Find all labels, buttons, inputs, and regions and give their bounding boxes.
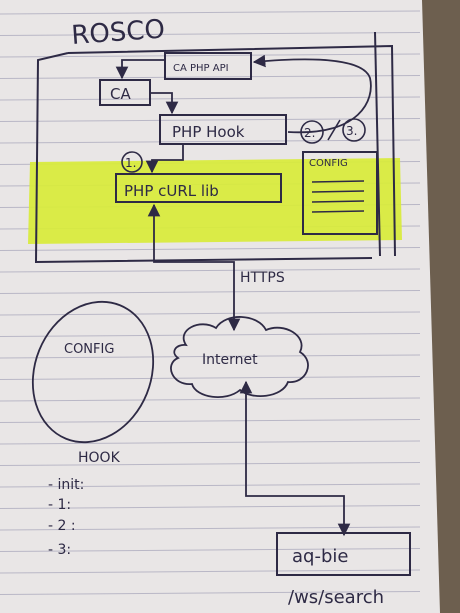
ca-label: CA	[110, 85, 131, 103]
php-curl-lib-box	[115, 173, 282, 203]
hook-list-item: - 2 :	[48, 518, 76, 534]
hook-list-title: HOOK	[78, 450, 121, 466]
php-curl-lib-label: PHP cURL lib	[124, 182, 219, 200]
marker-2: 2.	[304, 126, 315, 140]
php-hook-box	[159, 114, 287, 145]
internet-label: Internet	[202, 352, 258, 368]
hook-list-item: - 3:	[48, 542, 71, 558]
ca-php-api-box	[164, 52, 252, 80]
marker-1-circle	[121, 151, 143, 173]
internal-arrows	[115, 54, 372, 174]
php-hook-label: PHP Hook	[172, 123, 245, 141]
config-box-label: CONFIG	[309, 158, 348, 169]
rosco-label: ROSCO	[70, 15, 166, 51]
config-oval-label: CONFIG	[64, 342, 114, 357]
marker-3: 3.	[346, 124, 357, 138]
aq-bie-label: aq-bie	[292, 546, 348, 567]
hook-list-item: - 1:	[48, 497, 71, 513]
aq-bie-box	[276, 532, 411, 576]
ws-search-arrow	[239, 380, 351, 537]
ws-search-label: /ws/search	[288, 587, 384, 608]
ca-php-api-label: CA PHP API	[173, 63, 229, 74]
https-arrow	[147, 203, 241, 332]
hook-list-item: - init:	[48, 477, 84, 493]
marker-1: 1.	[125, 156, 136, 170]
https-label: HTTPS	[240, 270, 285, 286]
config-box	[302, 151, 378, 235]
config-oval	[31, 300, 155, 444]
config-box-lines	[311, 180, 365, 213]
